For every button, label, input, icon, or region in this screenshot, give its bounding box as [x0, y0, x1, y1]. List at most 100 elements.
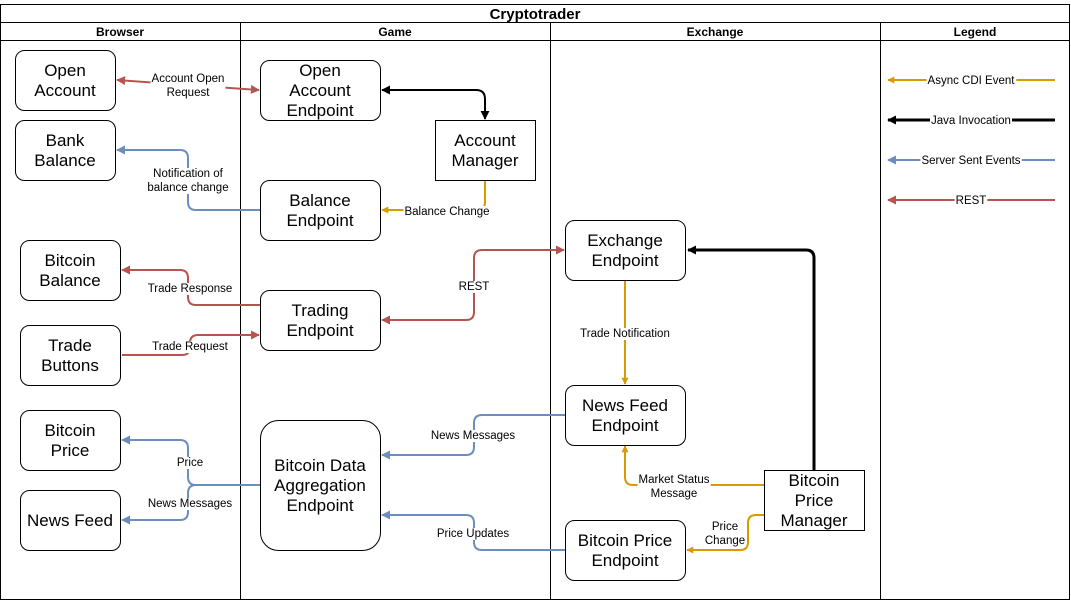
edge-label-line: Account Open: [152, 73, 225, 85]
node-label-line: Endpoint: [591, 251, 658, 270]
edge-label-line: Trade Response: [148, 283, 233, 295]
node-label-line: News Feed: [582, 396, 668, 415]
edge-price-change: [686, 514, 764, 554]
lane-label-game: Game: [378, 25, 412, 39]
legend-item-sse: Server Sent Events: [887, 155, 1055, 167]
edge-label-background: [637, 474, 711, 500]
node-label-line: Balance: [39, 271, 100, 290]
node-label-line: Price: [795, 491, 834, 510]
edge-label-background: [703, 521, 747, 547]
edge-label-line: Price Updates: [437, 528, 509, 540]
node-label-line: News Feed: [27, 511, 113, 530]
edge-manager-to-exchange: [687, 245, 816, 470]
edge-label-line: Request: [167, 87, 211, 99]
node-label-line: Account: [34, 81, 96, 100]
edge-label-line: balance change: [147, 182, 228, 194]
edge-label-line: REST: [459, 281, 490, 293]
diagram-title: Cryptotrader: [490, 6, 581, 23]
label-trade-notification: Trade Notification: [579, 328, 671, 340]
node-label-line: Bitcoin: [788, 471, 839, 490]
edge-label-background: [150, 73, 226, 99]
lane-label-browser: Browser: [96, 25, 144, 39]
label-balance-change: Balance Change: [403, 206, 491, 218]
edge-label-line: Trade Request: [152, 341, 228, 353]
node-news-feed[interactable]: News Feed: [20, 490, 121, 551]
node-label-line: Manager: [451, 151, 518, 170]
edge-label-line: Trade Notification: [580, 328, 670, 340]
legend-label: Server Sent Events: [921, 155, 1020, 167]
edge-label-background: [146, 168, 230, 194]
edge-label-background: [435, 528, 511, 540]
node-label-line: Bitcoin Price: [578, 531, 672, 550]
edge-label-line: Change: [705, 535, 745, 547]
legend-label-background: [920, 155, 1022, 167]
node-label-line: Endpoint: [286, 496, 353, 515]
node-label-line: Balance: [289, 191, 350, 210]
node-label-line: Exchange: [587, 231, 663, 250]
lane-label-exchange: Exchange: [687, 25, 744, 39]
edge-market-status-message: [621, 445, 764, 486]
edge-open-account-to-manager: [381, 85, 490, 120]
edge-label-background: [403, 206, 491, 218]
edge-label-background: [151, 341, 230, 353]
edge-label-line: News Messages: [148, 498, 233, 510]
swimlane-pool: Cryptotrader Browser Game Exchange Legen…: [0, 4, 1070, 600]
node-label-line: Trade: [48, 336, 92, 355]
label-news-messages-browser: News Messages: [146, 498, 234, 510]
node-label-line: Aggregation: [274, 476, 366, 495]
node-label-line: Manager: [780, 511, 847, 530]
edge-label-line: Balance Change: [404, 206, 489, 218]
label-news-messages-game: News Messages: [429, 430, 517, 442]
node-label-line: Bitcoin: [44, 421, 95, 440]
node-label-line: Open: [44, 61, 86, 80]
edge-label-line: Market Status: [639, 474, 710, 486]
label-trade-response: Trade Response: [146, 283, 234, 295]
node-label-line: Account: [454, 131, 516, 150]
edge-label-background: [457, 281, 491, 293]
legend-label-background: [954, 195, 988, 207]
lane-label-legend: Legend: [954, 25, 997, 39]
label-price-updates: Price Updates: [435, 528, 511, 540]
label-rest-trading-exchange: REST: [457, 281, 491, 293]
label-price: Price: [175, 457, 205, 469]
node-label-line: Endpoint: [286, 321, 353, 340]
edge-label-background: [579, 328, 671, 340]
node-label-line: Balance: [34, 151, 95, 170]
legend-label-background: [926, 75, 1017, 87]
edge-label-line: News Messages: [431, 430, 516, 442]
node-label-line: Open: [299, 61, 341, 80]
edge-label-background: [146, 498, 234, 510]
legend: Async CDI Event Java Invocation Server S…: [887, 75, 1055, 207]
node-label-line: Bank: [46, 131, 85, 150]
node-label-line: Trading: [291, 301, 348, 320]
edge-label-line: Message: [651, 488, 698, 500]
legend-label: Java Invocation: [931, 115, 1011, 127]
node-label-line: Endpoint: [286, 101, 353, 120]
legend-item-java: Java Invocation: [887, 115, 1055, 127]
node-label-line: Bitcoin Data: [274, 456, 366, 475]
legend-label: REST: [956, 195, 987, 207]
legend-item-rest: REST: [887, 195, 1055, 207]
node-label-line: Buttons: [41, 356, 99, 375]
